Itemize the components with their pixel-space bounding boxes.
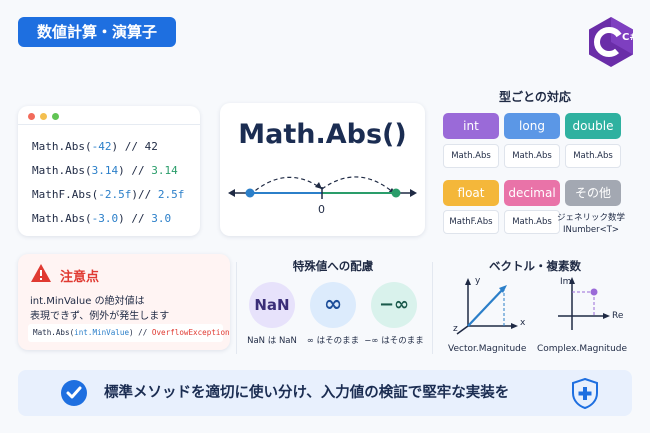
complex-diagram — [558, 277, 610, 330]
type-decimal-method: Math.Abs — [504, 210, 560, 234]
type-other: その他 — [565, 180, 621, 206]
code-line: Math.Abs(-3.0) // 3.0 — [32, 212, 172, 225]
nan-label: NaN は NaN — [247, 336, 297, 346]
arrow-left — [228, 189, 235, 197]
axis-y-label: y — [475, 276, 481, 286]
warning-card: 注意点 int.MinValue の絶対値は 表現できず、例外が発生します Ma… — [18, 254, 230, 350]
type-decimal: decimal — [504, 180, 560, 206]
type-other-method: ジェネリック数学 INumber<T> — [557, 213, 626, 235]
warning-code: Math.Abs(int.MinValue) // OverflowExcept… — [28, 324, 230, 342]
axis-x-label: x — [520, 318, 526, 328]
neg-infinity-label: −∞ はそのまま — [364, 336, 424, 346]
vectors-heading: ベクトル・複素数 — [489, 259, 581, 273]
arrow-right — [410, 189, 417, 197]
window-dots — [28, 113, 59, 120]
warning-icon — [31, 264, 51, 282]
nan-badge: NaN — [249, 282, 295, 328]
arc-left — [249, 176, 323, 196]
code-card: Math.Abs(-42) // 42 Math.Abs(3.14) // 3.… — [18, 106, 200, 236]
type-double: double — [565, 113, 621, 139]
infinity-badge: ∞ — [310, 282, 356, 328]
type-float-method: MathF.Abs — [443, 210, 499, 234]
type-long-method: Math.Abs — [504, 144, 560, 168]
banner-text: 標準メソッドを適切に使い分け、入力値の検証で堅牢な実装を — [104, 385, 510, 401]
code-line: Math.Abs(-42) // 42 — [32, 140, 158, 153]
shield-icon — [572, 378, 598, 409]
special-values-heading: 特殊値への配慮 — [292, 259, 374, 273]
window-dot-yellow — [40, 113, 47, 120]
warning-heading: 注意点 — [60, 270, 100, 285]
divider — [432, 262, 433, 354]
type-double-method: Math.Abs — [565, 144, 621, 168]
window-dot-red — [28, 113, 35, 120]
csharp-logo-text: C# — [622, 32, 634, 43]
summary-banner: 標準メソッドを適切に使い分け、入力値の検証で堅牢な実装を — [18, 370, 632, 416]
axis-re-label: Re — [612, 311, 624, 321]
axis-im-label: Im — [560, 277, 572, 287]
axis-z-label: z — [453, 324, 458, 334]
warning-text-line1: int.MinValue の絶対値は — [30, 296, 145, 307]
vector-magnitude-label: Vector.Magnitude — [448, 344, 527, 354]
types-grid: int long double Math.Abs Math.Abs Math.A… — [440, 110, 630, 240]
divider — [236, 262, 237, 354]
zero-label: 0 — [318, 203, 325, 216]
warning-text-line2: 表現できず、例外が発生します — [30, 311, 170, 322]
vector-diagram — [456, 278, 518, 335]
csharp-logo: C# — [589, 17, 634, 67]
type-int: int — [443, 113, 499, 139]
code-line: MathF.Abs(-2.5f)// 2.5f — [32, 188, 185, 201]
page-title: 数値計算・演算子 — [18, 17, 176, 47]
math-abs-card: Math.Abs() 0 — [220, 103, 425, 236]
math-abs-title: Math.Abs() — [238, 119, 407, 150]
check-icon — [61, 380, 87, 406]
type-long: long — [504, 113, 560, 139]
number-line-diagram: 0 — [228, 176, 417, 216]
positive-point — [391, 188, 401, 198]
type-float: float — [443, 180, 499, 206]
type-int-method: Math.Abs — [443, 144, 499, 168]
negative-point — [245, 188, 255, 198]
code-line: Math.Abs(3.14) // 3.14 — [32, 164, 178, 177]
neg-infinity-badge: −∞ — [371, 282, 417, 328]
arc-right — [321, 176, 395, 194]
complex-magnitude-label: Complex.Magnitude — [537, 344, 628, 354]
types-heading: 型ごとの対応 — [499, 90, 571, 104]
infinity-label: ∞ はそのまま — [306, 336, 360, 346]
window-dot-green — [52, 113, 59, 120]
